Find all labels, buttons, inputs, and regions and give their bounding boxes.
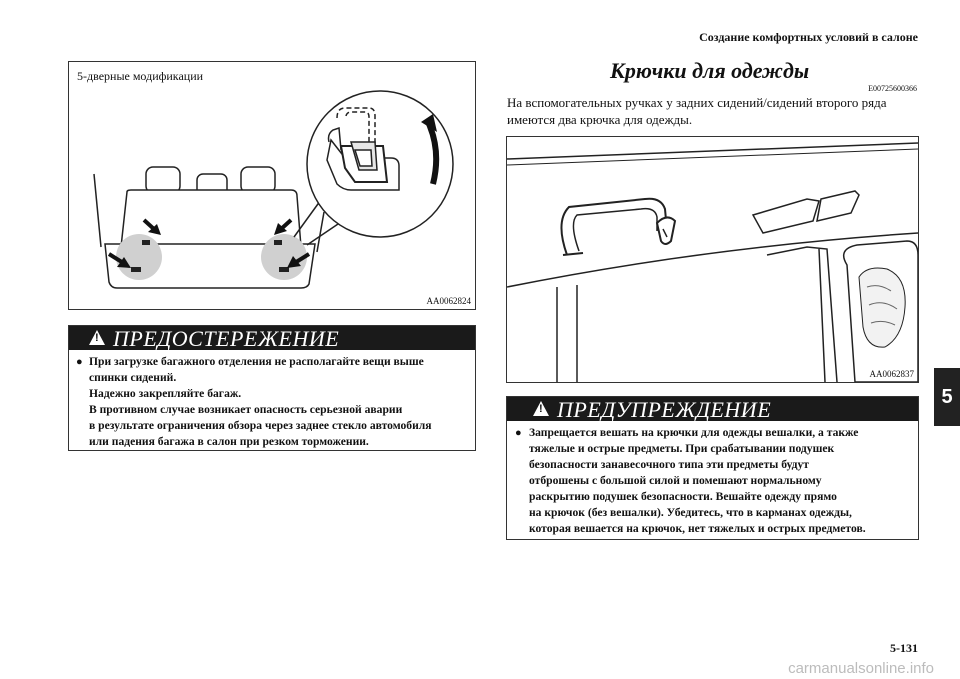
figure-code: AA0062837: [869, 369, 915, 379]
section-intro: На вспомогательных ручках у задних сиден…: [507, 94, 919, 128]
section-title: Крючки для одежды: [610, 58, 810, 83]
caution-line: или падения багажа в салон при резком то…: [89, 435, 369, 448]
warning-line: Запрещается вешать на крючки для одежды …: [529, 426, 859, 439]
caution-line: спинки сидений.: [89, 371, 177, 384]
warning-line: тяжелые и острые предметы. При срабатыва…: [529, 442, 835, 455]
warning-triangle-icon: [89, 330, 105, 345]
page-number: 5-131: [890, 641, 918, 655]
figure-code: AA0062824: [426, 296, 472, 306]
intro-line: На вспомогательных ручках у задних сиден…: [507, 95, 887, 110]
caution-line: Надежно закрепляйте багаж.: [89, 387, 242, 400]
caution-line: При загрузке багажного отделения не расп…: [89, 355, 424, 368]
warning-box: ПРЕДУПРЕЖДЕНИЕ ● Запрещается вешать на к…: [506, 396, 919, 540]
warning-body: ● Запрещается вешать на крючки для одежд…: [507, 421, 918, 541]
warning-title: ПРЕДУПРЕЖДЕНИЕ: [557, 397, 772, 422]
rear-seat-illustration: [93, 90, 454, 289]
caution-body: ● При загрузке багажного отделения не ра…: [69, 350, 475, 454]
warning-line: раскрытию подушек безопасности. Вешайте …: [529, 490, 837, 503]
warning-header: ПРЕДУПРЕЖДЕНИЕ: [507, 397, 918, 422]
figure-caption: 5-дверные модификации: [77, 69, 204, 83]
warning-line: безопасности занавесочного типа эти пред…: [529, 458, 809, 471]
warning-triangle-icon: [533, 401, 549, 416]
site-watermark: carmanualsonline.info: [788, 660, 934, 677]
coat-hook-figure: AA0062837: [506, 136, 919, 383]
caution-title: ПРЕДОСТЕРЕЖЕНИЕ: [113, 326, 340, 351]
page-header-title: Создание комфортных условий в салоне: [699, 30, 918, 44]
warning-line: которая вешается на крючок, нет тяжелых …: [529, 522, 866, 535]
caution-box: ПРЕДОСТЕРЕЖЕНИЕ ● При загрузке багажного…: [68, 325, 476, 451]
warning-line: на крючок (без вешалки). Убедитесь, что …: [529, 506, 852, 519]
rear-seat-figure: 5-дверные модификации: [68, 61, 476, 310]
bullet-icon: ●: [76, 356, 83, 368]
caution-header: ПРЕДОСТЕРЕЖЕНИЕ: [69, 326, 475, 351]
caution-line: В противном случае возникает опасность с…: [89, 403, 403, 416]
caution-line: в результате ограничения обзора через за…: [89, 419, 432, 432]
intro-line: имеются два крючка для одежды.: [507, 112, 693, 127]
bullet-icon: ●: [515, 427, 522, 439]
chapter-tab-number: 5: [941, 385, 953, 408]
coat-hook-illustration: [507, 142, 918, 382]
section-code: E00725600366: [868, 84, 917, 93]
warning-line: отброшены с большой силой и помешают нор…: [529, 474, 822, 487]
chapter-tab: 5: [934, 368, 960, 426]
